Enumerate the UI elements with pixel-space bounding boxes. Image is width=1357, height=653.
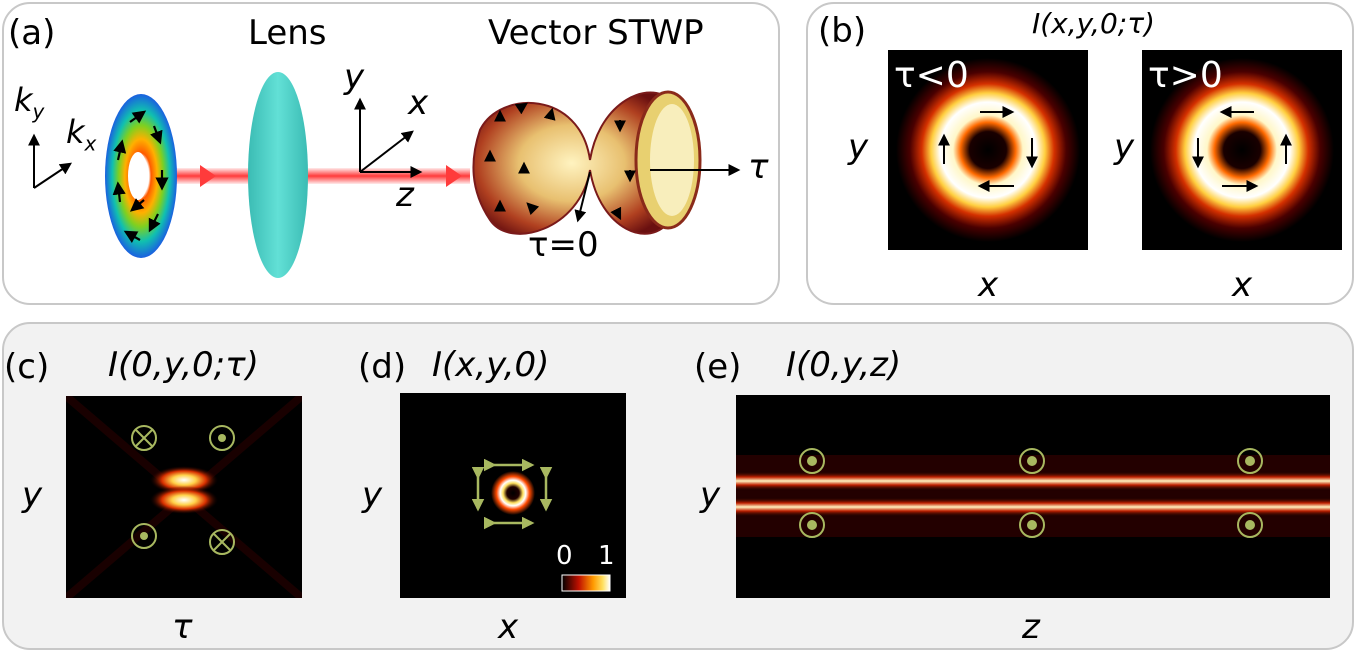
ring-tau-neg: [896, 58, 1080, 242]
intensity-map-d: 0 1: [400, 393, 626, 598]
tau-axis-label: τ: [748, 147, 769, 187]
panel-d-xlabel: x: [498, 607, 519, 647]
panel-c-ylabel: y: [22, 475, 43, 515]
panel-b-ylabel-right: y: [1114, 127, 1135, 167]
panel-b-ylabel-left: y: [848, 127, 869, 167]
axis-y-label: y: [344, 57, 365, 97]
panel-e-ylabel: y: [700, 475, 721, 515]
tau-neg-tag: τ<0: [894, 55, 969, 96]
lines-e: [736, 448, 1330, 538]
axis-x-label: x: [408, 83, 429, 123]
intensity-map-tau-pos: τ>0: [1142, 50, 1342, 250]
spectrum-disc: [105, 94, 177, 258]
blob-c: [66, 396, 302, 598]
panel-d-title: I(x,y,0): [432, 345, 550, 385]
lens-title: Lens: [248, 13, 327, 53]
intensity-map-c: [66, 396, 302, 598]
k-axes: [28, 133, 72, 189]
stwp-title: Vector STWP: [488, 13, 704, 53]
panel-a-label: (a): [8, 13, 56, 53]
tau-zero-label: τ=0: [528, 225, 599, 265]
vector-stwp-shape: [472, 90, 741, 235]
lens-shape: [248, 72, 308, 278]
ring-tau-pos: [1150, 58, 1334, 242]
tau-pos-tag: τ>0: [1148, 55, 1223, 96]
panel-c-xlabel: τ: [172, 607, 193, 647]
cbar-max: 1: [598, 541, 615, 571]
ring-d: [471, 458, 611, 592]
ky-label: ky: [14, 81, 45, 124]
cbar-min: 0: [556, 541, 573, 571]
panel-a: [2, 2, 780, 305]
panel-d-ylabel: y: [362, 475, 383, 515]
panel-b: [806, 2, 1354, 305]
xyz-axes: [354, 97, 423, 178]
panel-b-xlabel-right: x: [1232, 265, 1253, 305]
kx-label: kx: [66, 113, 97, 156]
panel-e-xlabel: z: [1022, 607, 1040, 647]
intensity-map-e: [736, 395, 1330, 598]
panel-c-title: I(0,y,0;τ): [108, 345, 259, 385]
panel-b-label: (b): [818, 11, 867, 51]
panel-b-xlabel-left: x: [978, 265, 999, 305]
panel-e-label: (e): [694, 347, 742, 387]
axis-z-label: z: [396, 175, 414, 215]
intensity-map-tau-neg: τ<0: [888, 50, 1088, 250]
panel-e-title: I(0,y,z): [786, 345, 902, 385]
panel-d-label: (d): [358, 347, 407, 387]
panel-c-label: (c): [4, 347, 50, 387]
panel-b-title: I(x,y,0;τ): [1032, 7, 1155, 40]
